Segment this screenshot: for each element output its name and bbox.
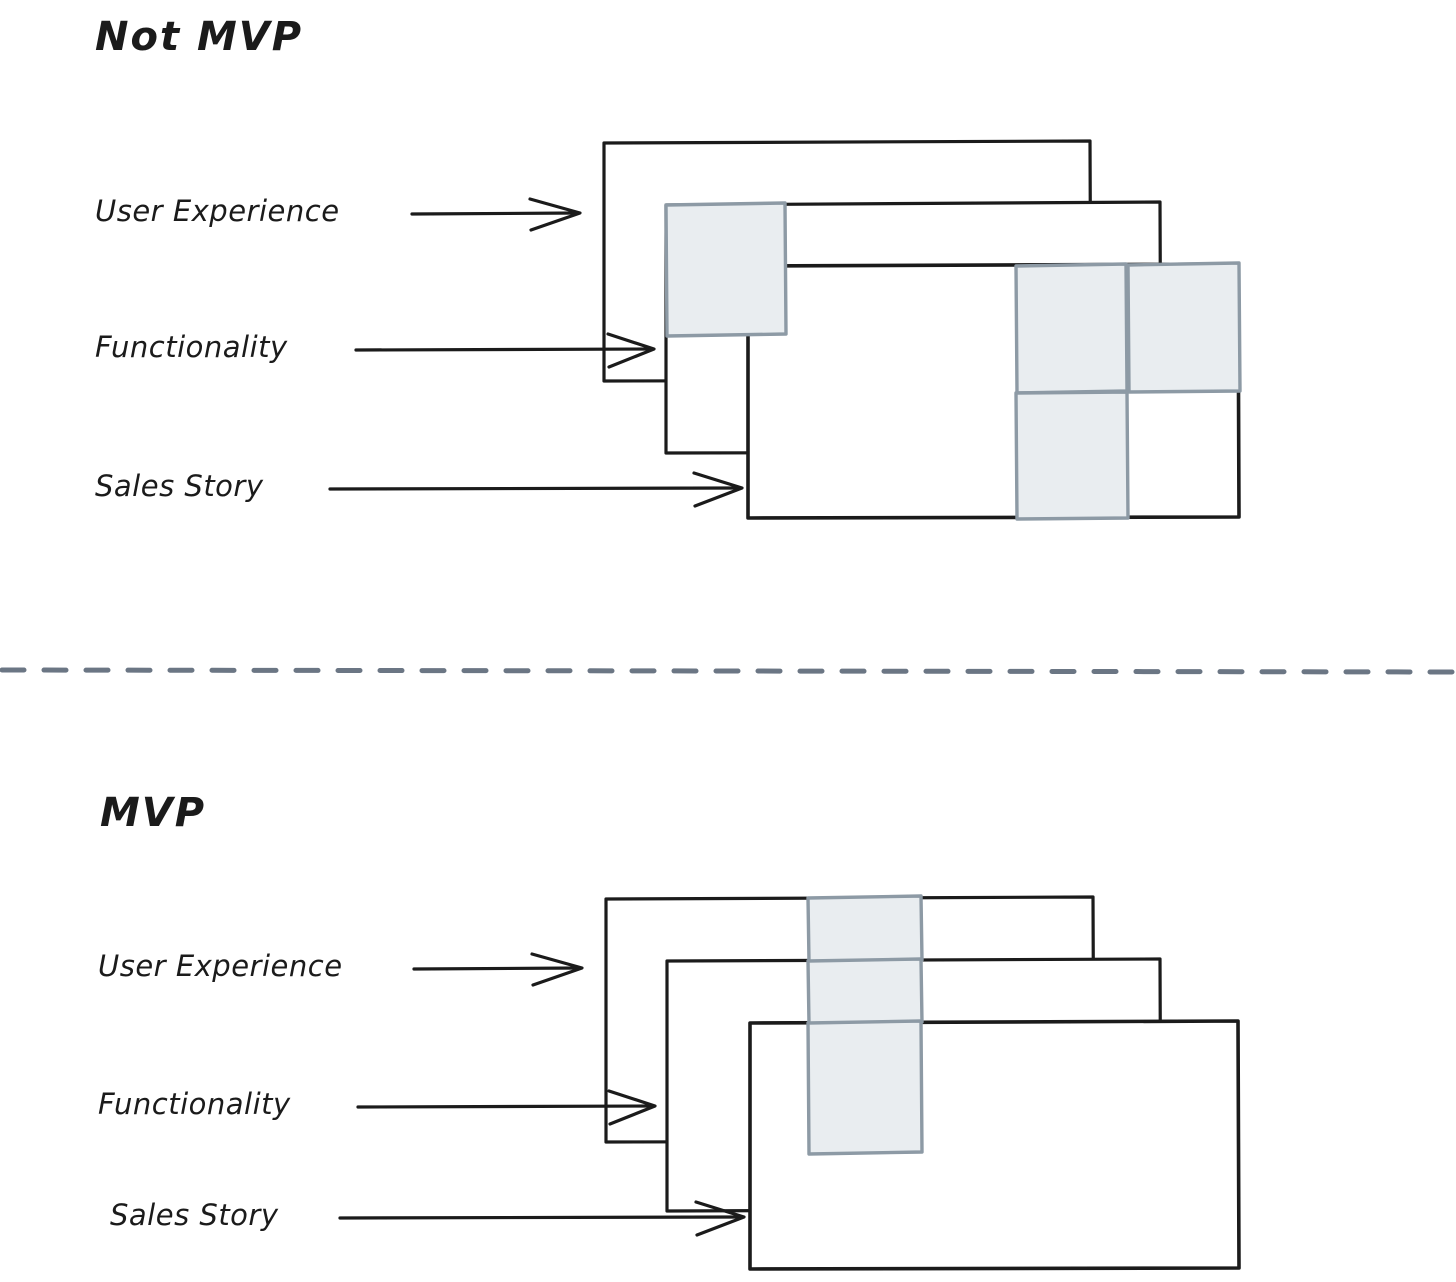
not-mvp-label-user-experience: User Experience bbox=[95, 194, 340, 228]
arrow-sales-story bbox=[338, 1200, 746, 1237]
arrow-user-experience bbox=[412, 952, 584, 987]
mvp-block-middle-column bbox=[806, 957, 924, 1026]
mvp-arrows bbox=[338, 952, 746, 1237]
arrow-sales-story bbox=[328, 471, 744, 508]
mvp-label-sales-story: Sales Story bbox=[110, 1198, 279, 1232]
not-mvp-block-front-upper-outer bbox=[1126, 261, 1242, 394]
not-mvp-block-middle-topleft bbox=[664, 201, 788, 338]
mvp-title: MVP bbox=[100, 790, 207, 836]
mvp-label-user-experience: User Experience bbox=[98, 949, 343, 983]
mvp-block-back-column bbox=[806, 894, 924, 964]
section-divider bbox=[0, 667, 1456, 675]
not-mvp-stack bbox=[602, 139, 1242, 521]
arrow-functionality bbox=[356, 1089, 657, 1126]
not-mvp-block-front-lower-inner bbox=[1014, 390, 1130, 521]
not-mvp-label-functionality: Functionality bbox=[95, 330, 288, 364]
arrow-user-experience bbox=[410, 197, 582, 232]
mvp-block-front-column bbox=[806, 1019, 924, 1156]
not-mvp-label-sales-story: Sales Story bbox=[95, 469, 264, 503]
mvp-label-functionality: Functionality bbox=[98, 1087, 291, 1121]
not-mvp-arrows bbox=[328, 197, 744, 508]
mvp-stack bbox=[604, 894, 1241, 1271]
arrow-functionality bbox=[354, 332, 656, 369]
not-mvp-block-front-upper-inner bbox=[1014, 262, 1129, 395]
not-mvp-title: Not MVP bbox=[95, 14, 304, 60]
